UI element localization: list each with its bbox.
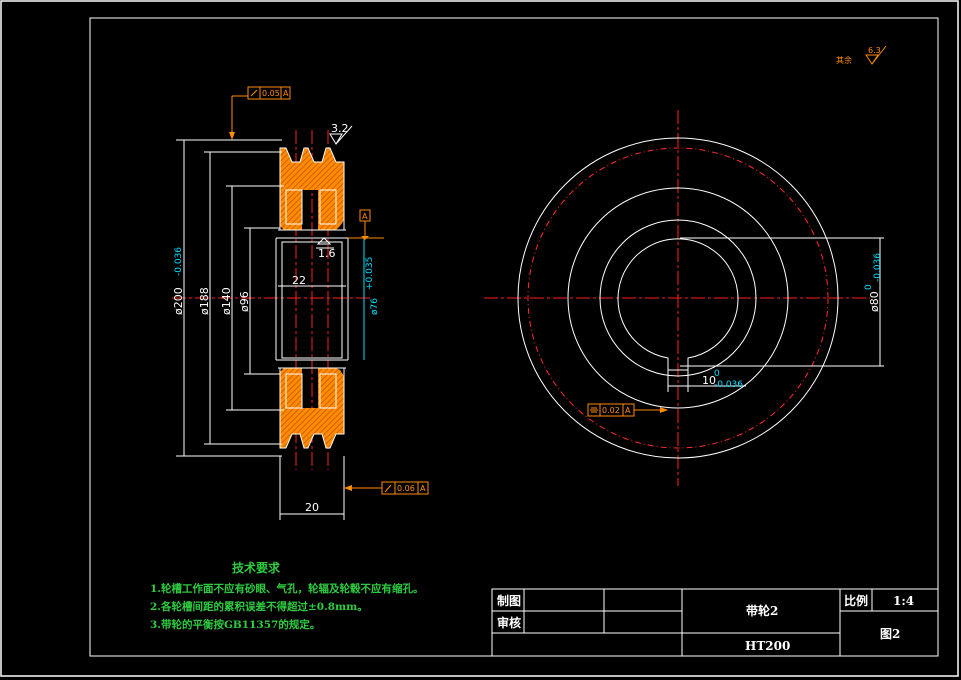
dim-d80: ø80 (868, 291, 881, 312)
dim-d200: ø200 (172, 287, 185, 315)
datum-a-label: A (362, 212, 368, 221)
symmetry-value: 0.02 (602, 406, 620, 415)
tech-item-3: 3.带轮的平衡按GB11357的规定。 (150, 618, 320, 631)
title-checked-label: 审核 (497, 615, 521, 630)
inner-frame (89, 17, 939, 657)
general-roughness: 其余 6.3 (836, 45, 887, 65)
general-roughness-prefix: 其余 (836, 55, 852, 65)
title-scale-value: 1:4 (893, 594, 914, 608)
dim-d188: ø188 (198, 287, 211, 315)
dim-d96: ø96 (238, 291, 251, 312)
title-drawing-no: 图2 (880, 627, 900, 641)
dim-d80-tol-top: 0 (864, 284, 874, 290)
tech-item-1: 1.轮槽工作面不应有砂眼、气孔，轮辐及轮毂不应有缩孔。 (150, 582, 423, 595)
dim-key-tol-top: 0 (714, 369, 720, 379)
dim-key-tol-bot: -0.036 (714, 380, 743, 390)
title-part-name: 带轮2 (746, 603, 778, 618)
roughness-groove: 3.2 (329, 122, 353, 145)
runout-bottom-datum: A (420, 484, 426, 493)
runout-bottom-value: 0.06 (397, 484, 415, 493)
runout-bottom: 0.06 A (344, 481, 429, 495)
runout-top: 0.05 A (229, 86, 291, 140)
dim-w22: 22 (292, 274, 306, 287)
dim-d76-tol-top: +0.035 (365, 257, 375, 290)
title-material: HT200 (745, 639, 790, 653)
roughness-bore-value: 1.6 (318, 247, 336, 260)
pulley-front-view: ø80 0 -0.036 10 0 -0.036 0.02 A (484, 110, 884, 486)
runout-top-datum: A (283, 89, 289, 98)
tech-requirements: 技术要求 1.轮槽工作面不应有砂眼、气孔，轮辐及轮毂不应有缩孔。 2.各轮槽间距… (150, 560, 423, 631)
roughness-groove-value: 3.2 (331, 122, 349, 135)
dim-w20: 20 (305, 501, 319, 514)
tech-item-2: 2.各轮槽间距的累积误差不得超过±0.8mm。 (150, 600, 368, 613)
dim-d140: ø140 (220, 287, 233, 315)
pulley-section-view: ø200 -0.036 ø188 ø140 ø96 ø76 +0.035 22 … (172, 86, 429, 520)
dim-key: 10 (702, 374, 716, 387)
symmetry-datum: A (625, 406, 631, 415)
roughness-bore: 1.6 (316, 237, 336, 260)
datum-a: A (348, 209, 384, 240)
title-drawn-label: 制图 (497, 593, 521, 608)
general-roughness-value: 6.3 (868, 46, 881, 55)
symmetry-tolerance: 0.02 A (587, 403, 668, 417)
dim-d200-tol: -0.036 (174, 247, 184, 276)
dim-d80-tol-bot: -0.036 (873, 253, 883, 282)
runout-top-value: 0.05 (262, 89, 280, 98)
dim-d76: ø76 (370, 298, 380, 315)
tech-requirements-title: 技术要求 (232, 560, 281, 575)
title-scale-label: 比例 (844, 593, 868, 608)
title-block: 制图 审核 带轮2 HT200 比例 1:4 图2 (491, 588, 939, 657)
